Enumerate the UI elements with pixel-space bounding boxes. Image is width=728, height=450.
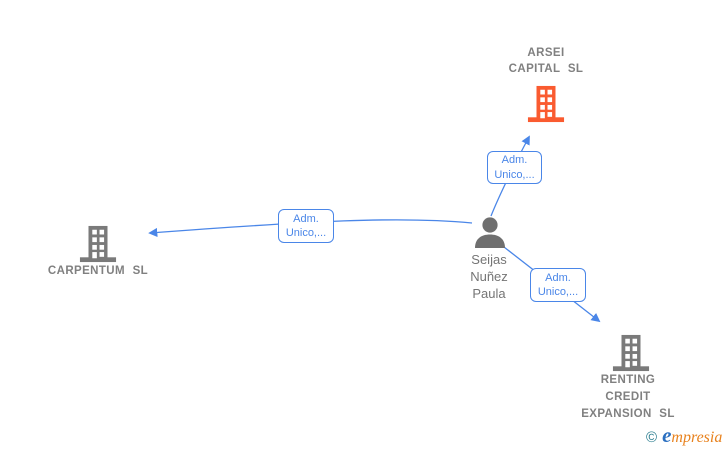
building-icon bbox=[612, 334, 650, 377]
person-name-line: Paula bbox=[472, 286, 506, 301]
company-name-line: EXPANSION SL bbox=[581, 408, 675, 420]
person-icon bbox=[473, 217, 507, 253]
edge-label-line: Unico,... bbox=[537, 286, 579, 298]
company-name: ARSEI CAPITAL SL bbox=[466, 45, 626, 77]
company-name: RENTING CREDIT EXPANSION SL bbox=[548, 372, 708, 423]
edge-person-carpentum bbox=[148, 219, 473, 237]
building-icon bbox=[79, 225, 117, 268]
building-icon bbox=[527, 85, 565, 128]
company-name-line: ARSEI bbox=[527, 47, 565, 59]
logo-brand-initial: e bbox=[662, 423, 672, 447]
copyright-icon: © bbox=[646, 429, 658, 446]
person-name: Seijas Nuñez Paula bbox=[439, 251, 539, 302]
company-name-line: CREDIT bbox=[605, 391, 651, 403]
edge-label-line: Adm. bbox=[501, 154, 528, 166]
company-name-line: CARPENTUM SL bbox=[47, 265, 149, 277]
edge-label-person-renting[interactable]: Adm. Unico,... bbox=[530, 268, 586, 302]
edge-label-line: Adm. bbox=[545, 271, 571, 284]
edge-label-line: Unico,... bbox=[494, 168, 535, 181]
company-name-line: RENTING bbox=[600, 374, 656, 386]
person-name-line: Seijas bbox=[471, 252, 507, 267]
edge-label-person-arsei[interactable]: Adm. Unico,... bbox=[487, 151, 542, 184]
edge-label-line: Adm. bbox=[293, 212, 319, 225]
empresia-logo[interactable]: © e mpresia bbox=[646, 423, 722, 448]
company-name: CARPENTUM SL bbox=[18, 263, 178, 279]
edge-label-line: Unico,... bbox=[285, 227, 327, 239]
logo-brand-text: mpresia bbox=[671, 429, 723, 446]
person-name-line: Nuñez bbox=[470, 269, 508, 284]
company-name-line: CAPITAL SL bbox=[508, 63, 584, 75]
edge-label-person-carpentum[interactable]: Adm. Unico,... bbox=[278, 209, 334, 243]
